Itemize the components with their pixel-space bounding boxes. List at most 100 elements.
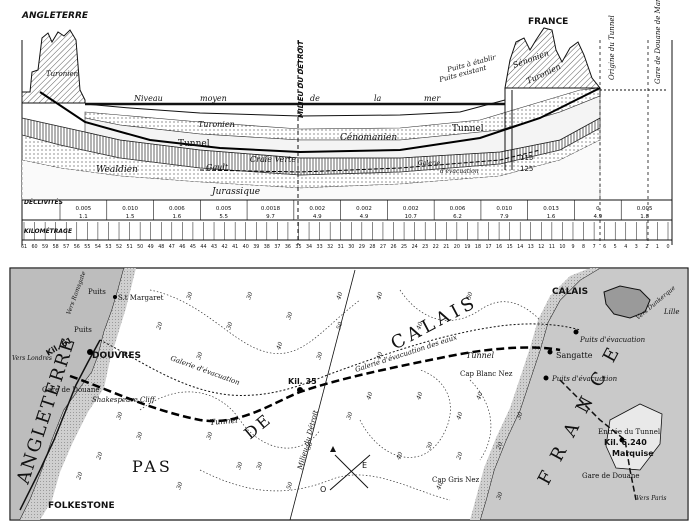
- km-tick-label: 60: [32, 244, 38, 250]
- english-railway: [19, 339, 101, 511]
- km-tick-label: 59: [42, 244, 48, 250]
- depth-sounding: 30: [235, 461, 244, 471]
- km-tick-label: 12: [538, 244, 544, 250]
- declivite-top: 0.006: [450, 206, 466, 212]
- depth-sounding: 40: [365, 391, 375, 402]
- map-label-vers-londres: Vers Londres: [12, 355, 52, 362]
- label-france: FRANCE: [528, 17, 568, 27]
- km-tick-label: 0: [666, 244, 669, 250]
- map-label-kil6: Kil. 6.240: [604, 438, 647, 447]
- sangatte-point: [547, 349, 553, 355]
- declivite-top: 0.005: [216, 206, 232, 212]
- km-tick-label: 46: [179, 244, 185, 250]
- depth-sounding: 40: [475, 391, 485, 402]
- map-label-calais-town: CALAIS: [552, 287, 588, 297]
- depth-sounding: 30: [515, 411, 524, 421]
- depth-sounding: 40: [435, 481, 445, 492]
- depth-sounding: 50: [285, 481, 294, 491]
- km-tick-label: 23: [422, 244, 428, 250]
- declivite-bottom: 4.9: [313, 214, 322, 220]
- depth-sounding: 40: [395, 451, 405, 462]
- label-origine: Origine du Tunnel: [608, 15, 616, 80]
- puits-evac-point-2: [543, 375, 549, 381]
- kilometrage-label: KILOMÉTRAGE: [24, 227, 73, 235]
- depth-sounding: 30: [115, 411, 124, 421]
- douvres-point: [87, 349, 93, 355]
- km-tick-label: 55: [84, 244, 90, 250]
- depth-sounding: 30: [175, 481, 184, 491]
- compass: [329, 446, 371, 491]
- depth-sounding: 30: [285, 311, 294, 321]
- label-gare-marquise: Gare de Douane de Marquise: [654, 0, 662, 84]
- depth-sounding: 20: [75, 471, 85, 482]
- map-label-tunnel-left: Tunnel: [209, 416, 238, 427]
- label-depth-115: 115: [520, 154, 533, 162]
- label-niveau-5: mer: [424, 94, 441, 103]
- depth-sounding: 30: [185, 291, 194, 301]
- km-tick-label: 6: [603, 244, 606, 250]
- km-tick-label: 29: [359, 244, 365, 250]
- entree-point: [619, 437, 625, 443]
- km-tick-label: 33: [317, 244, 323, 250]
- km-tick-label: 9: [571, 244, 574, 250]
- km-tick-label: 42: [222, 244, 228, 250]
- french-coast-shade: [470, 268, 600, 520]
- map-label-sangatte: Sangatte: [556, 351, 593, 360]
- declivite-bottom: 4.9: [593, 214, 602, 220]
- km-tick-label: 56: [74, 244, 80, 250]
- label-galerie-1: Galerie: [418, 160, 441, 167]
- label-tunnel-left: Tunnel: [178, 139, 210, 149]
- depth-sounding: 30: [255, 461, 264, 471]
- depth-sounding: 30: [345, 411, 354, 421]
- declivite-bottom: 6.2: [453, 214, 462, 220]
- km-tick-label: 8: [582, 244, 585, 250]
- declivite-bottom: 4.9: [360, 214, 369, 220]
- contour-3: [359, 369, 451, 458]
- label-turonien-mid: Turonien: [198, 120, 235, 129]
- depth-sounding: 30: [465, 291, 474, 301]
- contour-6: [469, 379, 492, 461]
- depth-sounding: 30: [425, 441, 434, 451]
- calais-harbour: [603, 285, 651, 319]
- km-tick-label: 24: [412, 244, 418, 250]
- map-label-douvres: DOUVRES: [92, 351, 141, 361]
- galerie-profile-line: [199, 149, 541, 173]
- depth-sounding: 20: [155, 321, 165, 332]
- map-section: O E ANGLETERRE Puits S.t Margaret Vers R…: [9, 267, 689, 521]
- english-coast-shade: [20, 268, 136, 520]
- map-label-puits-top: Puits: [88, 288, 106, 296]
- km-tick-label: 44: [200, 244, 206, 250]
- map-label-gare-de-douane: Gare de Douane: [42, 386, 100, 394]
- compass-o: O: [320, 485, 326, 494]
- declivite-bottom: 7.9: [500, 214, 509, 220]
- km-tick-label: 35: [295, 244, 301, 250]
- km-tick-label: 1: [656, 244, 659, 250]
- map-label-cap-gris-nez: Cap Gris Nez: [432, 476, 479, 484]
- depth-sounding: 30: [135, 431, 144, 441]
- km-tick-label: 58: [53, 244, 59, 250]
- km-tick-label: 48: [158, 244, 164, 250]
- km-tick-label: 27: [380, 244, 386, 250]
- km-tick-label: 22: [433, 244, 439, 250]
- map-label-vers-paris: Vers Paris: [636, 495, 666, 502]
- declivite-bottom: 10.7: [405, 214, 418, 220]
- label-milieu: MILIEU DU DÉTROIT: [296, 39, 305, 118]
- km-tick-label: 61: [21, 244, 27, 250]
- label-galerie-2: d'évacuation: [440, 168, 479, 175]
- label-gault: Gault: [206, 163, 229, 172]
- km-tick-label: 45: [190, 244, 196, 250]
- km-tick-label: 37: [274, 244, 280, 250]
- map-label-puits-left: Puits: [74, 326, 92, 334]
- km-tick-label: 3: [635, 244, 638, 250]
- km-tick-label: 41: [232, 244, 238, 250]
- depth-sounding: 40: [375, 291, 385, 302]
- kil35-point: [297, 387, 303, 393]
- km-tick-label: 10: [559, 244, 565, 250]
- km-tick-label: 47: [169, 244, 175, 250]
- declivites-values: 0.0051.10.0101.50.0061.60.0055.50.00189.…: [59, 200, 653, 220]
- km-tick-label: 15: [507, 244, 513, 250]
- depth-sounding: 30: [315, 351, 324, 361]
- km-tick-label: 32: [327, 244, 333, 250]
